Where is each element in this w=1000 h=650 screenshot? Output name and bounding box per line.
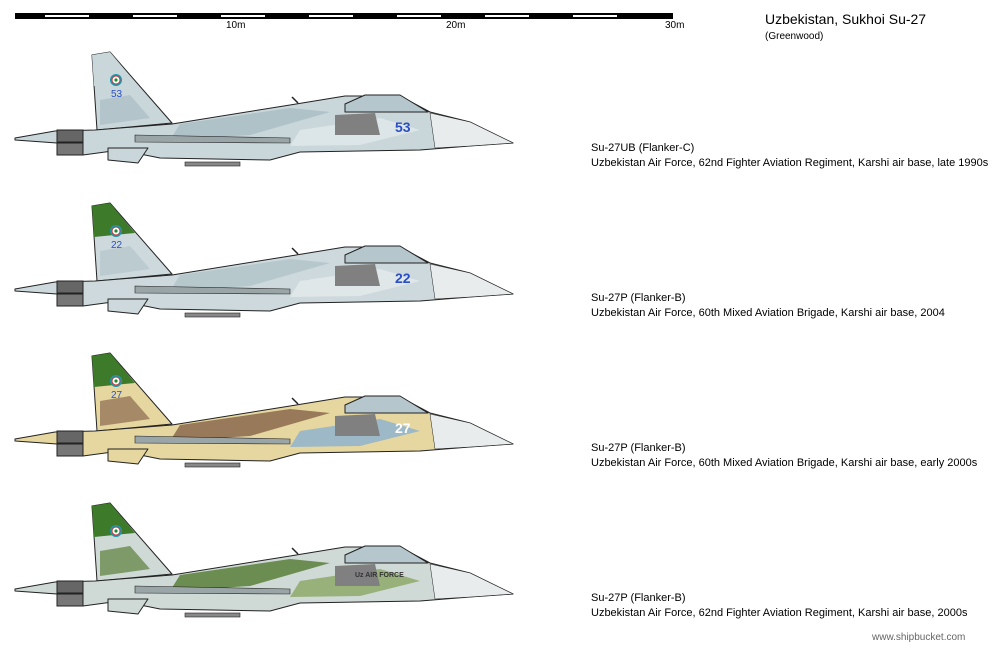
scale-label-20m: 20m — [446, 20, 466, 31]
radome — [429, 112, 514, 149]
radome — [429, 263, 514, 300]
engine-nozzle-lower — [56, 443, 84, 457]
fin-tip-camo — [92, 503, 135, 537]
roundel-icon-center — [114, 379, 118, 383]
caption-2: Su-27P (Flanker-B) Uzbekistan Air Force,… — [591, 291, 945, 321]
intake-panel — [335, 264, 380, 286]
landing-gear — [184, 161, 241, 167]
intake-panel — [335, 564, 380, 586]
fin-number: 27 — [111, 390, 123, 401]
roundel-icon-center — [114, 529, 118, 533]
fin-number: 22 — [111, 240, 123, 251]
fin-camouflage — [100, 246, 150, 276]
camouflage-patch — [170, 559, 330, 591]
engine-nozzle-lower — [56, 142, 84, 156]
fin-tip-camo — [92, 353, 135, 387]
engine-nozzle-upper — [56, 280, 84, 294]
caption-3: Su-27P (Flanker-B) Uzbekistan Air Force,… — [591, 441, 977, 471]
engine-nozzle-upper — [56, 129, 84, 143]
roundel-icon-center — [114, 229, 118, 233]
scale-segment — [573, 15, 617, 17]
ventral-fin — [107, 147, 149, 164]
fin-number: 53 — [111, 89, 123, 100]
page-title: Uzbekistan, Sukhoi Su-27 — [765, 11, 927, 27]
intake-panel — [335, 113, 380, 135]
fin-tip-camo — [92, 52, 135, 86]
engine-nozzle-upper — [56, 430, 84, 444]
canopy — [344, 94, 429, 113]
engine-nozzle-lower — [56, 293, 84, 307]
caption-1: Su-27UB (Flanker-C) Uzbekistan Air Force… — [591, 141, 988, 171]
engine-nozzle-lower — [56, 593, 84, 607]
aircraft-profile: Uz AIR FORCE — [14, 502, 514, 618]
landing-gear — [184, 612, 241, 618]
caption-designation: Su-27P (Flanker-B) — [591, 442, 686, 454]
refuel-probe — [291, 547, 299, 555]
refuel-probe — [291, 247, 299, 255]
scale-segment — [309, 15, 353, 17]
missile — [134, 585, 291, 595]
scale-segment — [133, 15, 177, 17]
caption-description: Uzbekistan Air Force, 60th Mixed Aviatio… — [591, 457, 978, 469]
nose-number: 27 — [395, 420, 411, 436]
caption-description: Uzbekistan Air Force, 62nd Fighter Aviat… — [591, 157, 989, 169]
engine-nozzle-upper — [56, 580, 84, 594]
camouflage-patch — [170, 259, 330, 291]
caption-4: Su-27P (Flanker-B) Uzbekistan Air Force,… — [591, 591, 967, 621]
missile — [134, 134, 291, 144]
fin-tip-camo — [92, 203, 135, 237]
refuel-probe — [291, 96, 299, 104]
caption-description: Uzbekistan Air Force, 60th Mixed Aviatio… — [591, 307, 945, 319]
aircraft-profile: 53 53 — [14, 51, 514, 167]
camouflage-patch — [170, 409, 330, 441]
caption-designation: Su-27P (Flanker-B) — [591, 592, 686, 604]
caption-designation: Su-27P (Flanker-B) — [591, 292, 686, 304]
fin-camouflage — [100, 95, 150, 125]
ventral-fin — [107, 598, 149, 615]
scale-segment — [221, 15, 265, 17]
landing-gear — [184, 312, 241, 318]
nose-number: 22 — [395, 270, 411, 286]
ventral-fin — [107, 448, 149, 465]
missile — [134, 285, 291, 295]
intake-panel — [335, 414, 380, 436]
canopy — [344, 395, 429, 414]
fin-camouflage — [100, 546, 150, 576]
scale-segment — [485, 15, 529, 17]
nose-number: Uz AIR FORCE — [355, 572, 404, 579]
website-credit: www.shipbucket.com — [872, 632, 966, 643]
aircraft-profile: 22 22 — [14, 202, 514, 318]
scale-label-10m: 10m — [226, 20, 246, 31]
missile — [134, 435, 291, 445]
canopy — [344, 245, 429, 264]
fin-camouflage — [100, 396, 150, 426]
caption-designation: Su-27UB (Flanker-C) — [591, 142, 695, 154]
author-credit: (Greenwood) — [765, 31, 824, 42]
nose-number: 53 — [395, 119, 411, 135]
scale-bar — [15, 13, 673, 19]
camouflage-patch — [170, 108, 330, 140]
refuel-probe — [291, 397, 299, 405]
caption-description: Uzbekistan Air Force, 62nd Fighter Aviat… — [591, 607, 968, 619]
scale-label-30m: 30m — [665, 20, 685, 31]
scale-segment — [45, 15, 89, 17]
aircraft-profile: 27 27 — [14, 352, 514, 468]
radome — [429, 413, 514, 450]
ventral-fin — [107, 298, 149, 315]
canopy — [344, 545, 429, 564]
landing-gear — [184, 462, 241, 468]
roundel-icon-center — [114, 78, 118, 82]
radome — [429, 563, 514, 600]
scale-segment — [397, 15, 441, 17]
